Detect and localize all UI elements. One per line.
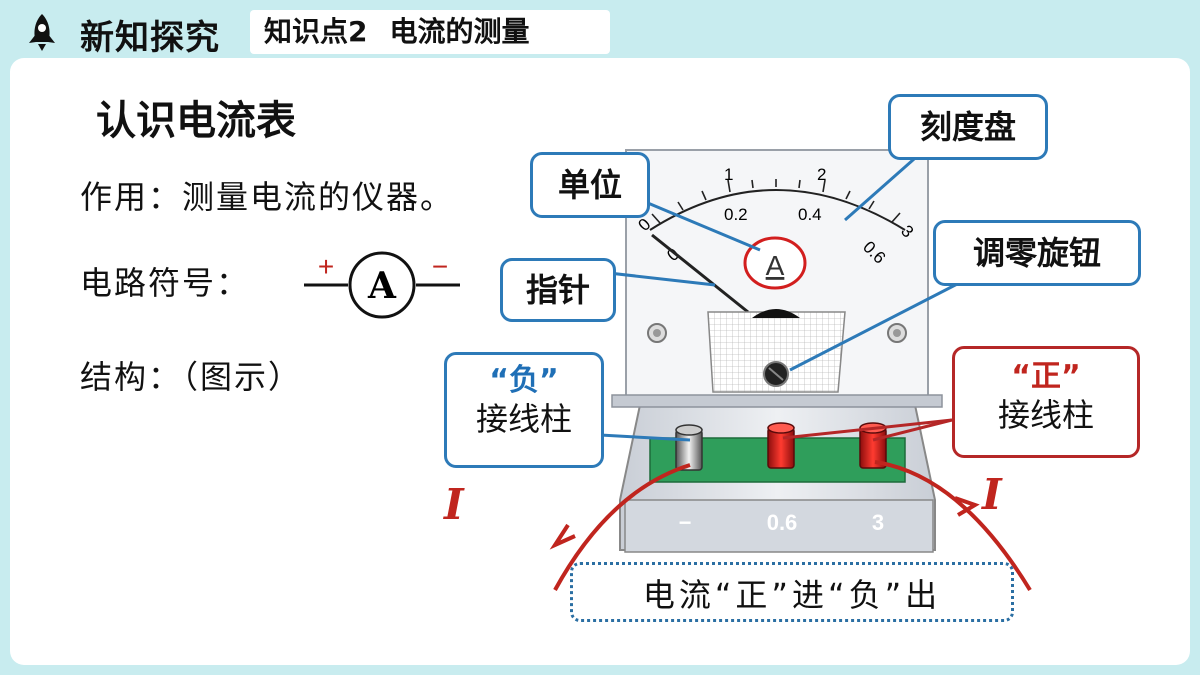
scale-top-1: 1 <box>724 165 733 184</box>
current-symbol-left: I <box>444 480 464 529</box>
symbol-label: 电路符号： <box>80 264 251 302</box>
knowledge-point-title: 电流的测量 <box>389 15 530 48</box>
scale-top-2: 2 <box>817 165 826 184</box>
purpose-label: 作用： <box>80 178 183 216</box>
terminal-label-3: 3 <box>872 510 884 535</box>
knowledge-point-tag: 知识点2 电流的测量 <box>250 10 610 54</box>
callout-unit: 单位 <box>530 152 650 218</box>
terminal-label-0-6: 0.6 <box>767 510 798 535</box>
negative-quote: “负” <box>489 363 559 398</box>
symbol-minus: − <box>432 251 448 282</box>
callout-scale-text: 刻度盘 <box>919 108 1016 146</box>
callout-positive-terminal: “正” 接线柱 <box>952 346 1140 458</box>
purpose-text: 测量电流的仪器。 <box>182 178 455 216</box>
section-title: 新知探究 <box>80 18 220 58</box>
negative-terminal-text: 接线柱 <box>475 400 572 438</box>
scale-bottom-0-4: 0.4 <box>798 205 822 224</box>
terminal-label-minus: − <box>679 510 692 535</box>
callout-zero-text: 调零旋钮 <box>972 234 1101 272</box>
callout-zero-knob: 调零旋钮 <box>933 220 1141 286</box>
callout-negative-terminal: “负” 接线柱 <box>444 352 604 468</box>
knowledge-point-number: 知识点2 <box>264 15 368 48</box>
ammeter-symbol: A + − <box>304 251 460 319</box>
page-title: 认识电流表 <box>96 98 296 144</box>
positive-terminal-text: 接线柱 <box>997 396 1094 434</box>
current-rule-note: 电流“正”进“负”出 <box>570 562 1014 622</box>
meter-unit-letter: A <box>766 250 785 281</box>
callout-scale: 刻度盘 <box>888 94 1048 160</box>
callout-pointer-text: 指针 <box>525 271 590 309</box>
rocket-icon <box>22 12 62 56</box>
symbol-plus: + <box>318 251 334 282</box>
structure-label: 结构：（图示） <box>80 358 303 396</box>
callout-unit-text: 单位 <box>557 166 622 204</box>
scale-bottom-0-2: 0.2 <box>724 205 748 224</box>
callout-pointer: 指针 <box>500 258 616 322</box>
ammeter-symbol-letter: A <box>367 265 397 307</box>
positive-quote: “正” <box>1011 359 1081 394</box>
current-symbol-right: I <box>982 470 1002 519</box>
purpose-line: 作用：测量电流的仪器。 <box>80 172 454 218</box>
